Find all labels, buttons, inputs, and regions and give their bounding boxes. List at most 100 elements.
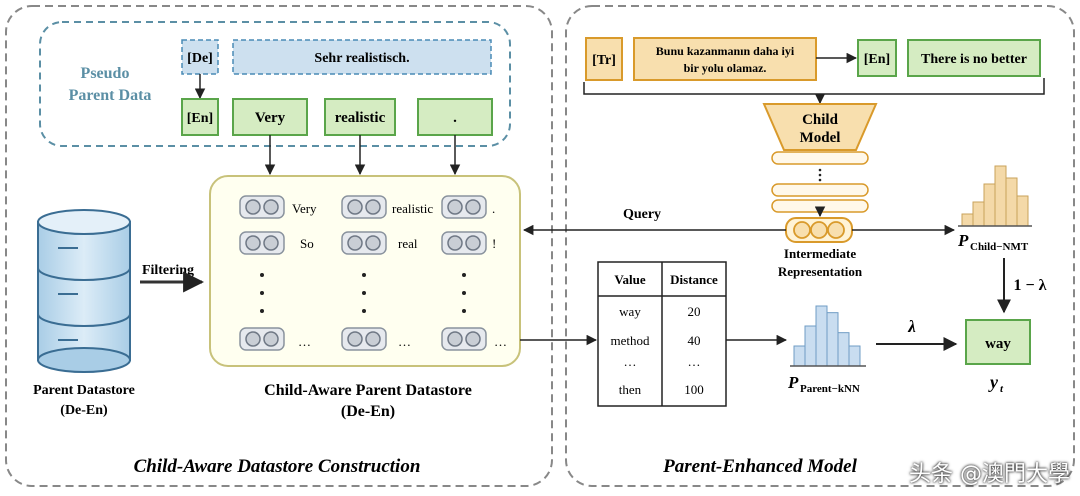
token-very: Very bbox=[255, 110, 286, 126]
parent-datastore-label-2: (De-En) bbox=[60, 403, 108, 418]
datastore-key-unit bbox=[347, 199, 363, 215]
right-en-tag-box bbox=[857, 39, 897, 77]
output-token: way bbox=[985, 336, 1011, 352]
pseudo-parent-title-2: Parent Data bbox=[69, 87, 152, 104]
intermediate-label-1: Intermediate bbox=[784, 246, 856, 261]
token-period: . bbox=[453, 110, 457, 126]
rep-unit-1 bbox=[793, 221, 811, 239]
vertical-dots bbox=[260, 273, 466, 313]
datastore-key-unit bbox=[365, 199, 381, 215]
entry-text-so: So bbox=[300, 236, 314, 251]
watermark: 头条 @澳門大學 bbox=[909, 462, 1070, 487]
left-panel bbox=[5, 5, 553, 487]
datastore-key-unit bbox=[263, 235, 279, 251]
lambda-label: λ bbox=[907, 317, 916, 336]
table-cell-distance-1: 40 bbox=[688, 333, 701, 348]
p-child-bar-2 bbox=[983, 183, 996, 227]
table-cell-distance-2: … bbox=[688, 354, 701, 369]
entry-ellipsis-3: … bbox=[494, 334, 507, 349]
p-child-bar-0 bbox=[961, 213, 974, 227]
p-child-bar-4 bbox=[1005, 177, 1018, 227]
token-box-very bbox=[232, 98, 308, 136]
rep-unit-3 bbox=[827, 221, 845, 239]
de-sentence: Sehr realistisch. bbox=[314, 51, 409, 66]
p-parent-bar-3 bbox=[826, 312, 839, 367]
entry-text-real: real bbox=[398, 236, 418, 251]
target-prefix: There is no better bbox=[921, 52, 1027, 67]
model-layer-2 bbox=[771, 183, 869, 197]
child-model-funnel bbox=[762, 103, 878, 151]
tr-sentence-1: Bunu kazanmanın daha iyi bbox=[656, 44, 795, 58]
parent-datastore-label-1: Parent Datastore bbox=[33, 383, 135, 398]
model-layer-3 bbox=[771, 199, 869, 213]
p-child-bar-5 bbox=[1016, 195, 1029, 227]
rep-unit-2 bbox=[810, 221, 828, 239]
datastore-key-unit bbox=[365, 331, 381, 347]
datastore-key-unit bbox=[447, 235, 463, 251]
output-label-sub: t bbox=[1000, 383, 1004, 395]
knn-table bbox=[597, 261, 727, 407]
datastore-key-unit bbox=[447, 199, 463, 215]
output-label-base: y bbox=[988, 372, 999, 392]
tr-tag: [Tr] bbox=[592, 53, 616, 68]
right-panel-caption: Parent-Enhanced Model bbox=[662, 456, 857, 477]
model-layer-1 bbox=[771, 151, 869, 165]
p-child-subscript: Child−NMT bbox=[970, 241, 1029, 253]
entry-ellipsis-2: … bbox=[398, 334, 411, 349]
table-cell-value-3: then bbox=[619, 382, 642, 397]
p-child-bar-3 bbox=[994, 165, 1007, 227]
output-token-box bbox=[965, 319, 1031, 365]
p-parent-subscript: Parent−kNN bbox=[800, 383, 860, 395]
table-cell-distance-3: 100 bbox=[684, 382, 704, 397]
filtering-label: Filtering bbox=[142, 263, 194, 278]
entry-ellipsis-1: … bbox=[298, 334, 311, 349]
p-parent-bar-5 bbox=[848, 345, 861, 367]
datastore-key-unit bbox=[347, 331, 363, 347]
parent-datastore-icon bbox=[37, 209, 131, 373]
right-en-tag: [En] bbox=[864, 52, 890, 67]
p-child-histogram bbox=[961, 165, 1029, 227]
p-child-bar-1 bbox=[972, 201, 985, 227]
p-parent-bar-2 bbox=[815, 305, 828, 367]
token-realistic: realistic bbox=[335, 110, 386, 126]
entry-text-period: . bbox=[492, 201, 495, 216]
child-model-label-1: Child bbox=[802, 112, 839, 128]
p-parent-bar-1 bbox=[804, 325, 817, 367]
table-cell-distance-0: 20 bbox=[688, 304, 701, 319]
tr-sentence-box bbox=[633, 37, 817, 81]
datastore-key-unit bbox=[365, 235, 381, 251]
datastore-key-unit bbox=[245, 331, 261, 347]
datastore-key-unit bbox=[465, 331, 481, 347]
pseudo-parent-title-1: Pseudo bbox=[81, 65, 130, 82]
intermediate-label-2: Representation bbox=[778, 264, 863, 279]
table-header-value: Value bbox=[614, 272, 646, 287]
datastore-key-unit bbox=[263, 331, 279, 347]
table-header-distance: Distance bbox=[670, 272, 718, 287]
p-parent-bar-4 bbox=[837, 332, 850, 367]
table-cell-value-1: method bbox=[611, 333, 650, 348]
one-minus-lambda: 1 − λ bbox=[1014, 277, 1047, 294]
datastore-key-unit bbox=[245, 235, 261, 251]
p-parent-bar-0 bbox=[793, 345, 806, 367]
de-tag: [De] bbox=[187, 51, 213, 66]
model-layer-dots bbox=[818, 168, 822, 182]
entry-text-very: Very bbox=[292, 201, 317, 216]
p-child-symbol: P bbox=[957, 231, 969, 250]
tr-tag-box bbox=[585, 37, 623, 81]
target-prefix-box bbox=[907, 39, 1041, 77]
token-box-realistic bbox=[324, 98, 396, 136]
en-tag: [En] bbox=[187, 111, 213, 126]
child-aware-label-2: (De-En) bbox=[341, 403, 395, 420]
datastore-key-unit bbox=[465, 235, 481, 251]
child-model-label-2: Model bbox=[800, 130, 841, 146]
entry-text-exclaim: ! bbox=[492, 236, 496, 251]
input-bracket bbox=[583, 78, 1045, 95]
query-label: Query bbox=[623, 207, 661, 222]
tr-sentence-2: bir yolu olamaz. bbox=[684, 61, 767, 75]
datastore-key-unit bbox=[447, 331, 463, 347]
token-box-period bbox=[417, 98, 493, 136]
de-sentence-box bbox=[232, 39, 492, 75]
datastore-key-unit bbox=[263, 199, 279, 215]
datastore-key-unit bbox=[245, 199, 261, 215]
